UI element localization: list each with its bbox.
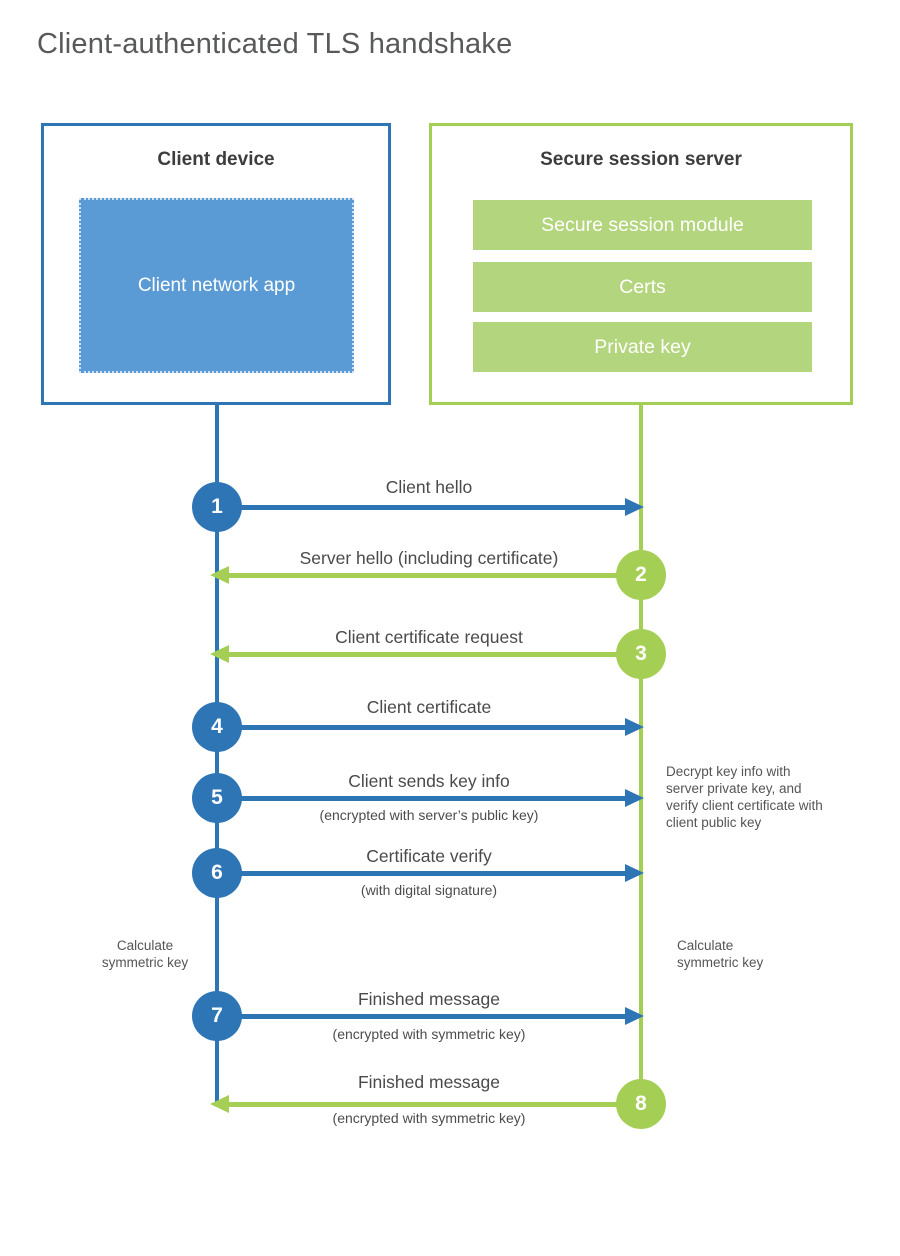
server-calculate-note: Calculate symmetric key [677, 938, 764, 970]
step-4-arrowhead-right-icon [625, 718, 644, 736]
step-3-arrowhead-left-icon [210, 645, 229, 663]
step-4-marker: 4 [192, 702, 242, 752]
step-1-arrowhead-right-icon [625, 498, 644, 516]
step-3-marker: 3 [616, 629, 666, 679]
server-module-secure-session: Secure session module [473, 200, 812, 250]
server-module-private-key: Private key [473, 322, 812, 372]
page-title: Client-authenticated TLS handshake [37, 28, 513, 60]
step-5-sublabel: (encrypted with server’s public key) [319, 807, 539, 823]
step-3-label: Client certificate request [335, 627, 523, 647]
client-network-app-label: Client network app [137, 274, 296, 296]
step-4-label: Client certificate [366, 697, 492, 717]
step-4-arrow-line [217, 725, 625, 730]
step-2-arrow-line [229, 573, 641, 578]
step-2-label: Server hello (including certificate) [299, 548, 559, 568]
step-6-marker: 6 [192, 848, 242, 898]
step-7-marker: 7 [192, 991, 242, 1041]
step-8-arrowhead-left-icon [210, 1095, 229, 1113]
step-2-marker: 2 [616, 550, 666, 600]
step-8-label: Finished message [357, 1072, 501, 1092]
step-3-arrow-line [229, 652, 641, 657]
step-5-arrowhead-right-icon [625, 789, 644, 807]
step-1-arrow-line [217, 505, 625, 510]
step-5-marker: 5 [192, 773, 242, 823]
secure-session-server-title: Secure session server [540, 149, 742, 170]
step-8-sublabel: (encrypted with symmetric key) [332, 1110, 526, 1126]
step-5-label: Client sends key info [348, 771, 510, 791]
step-6-sublabel: (with digital signature) [360, 882, 498, 898]
step-1-marker: 1 [192, 482, 242, 532]
step-6-arrow-line [217, 871, 625, 876]
client-calculate-note: Calculate symmetric key [101, 938, 189, 970]
step-7-arrow-line [217, 1014, 625, 1019]
step-6-label: Certificate verify [366, 846, 492, 866]
step-6-arrowhead-right-icon [625, 864, 644, 882]
step-7-arrowhead-right-icon [625, 1007, 644, 1025]
client-device-title: Client device [157, 149, 275, 170]
server-lifeline [639, 404, 643, 1110]
client-network-app-box: Client network app [79, 198, 354, 373]
secure-session-server-box: Secure session server Secure session mod… [429, 123, 853, 405]
server-module-certs: Certs [473, 262, 812, 312]
step-8-marker: 8 [616, 1079, 666, 1129]
client-lifeline [215, 404, 219, 1106]
step-7-label: Finished message [357, 989, 501, 1009]
server-decrypt-note: Decrypt key info with server private key… [666, 764, 823, 830]
step-1-label: Client hello [385, 477, 473, 497]
step-7-sublabel: (encrypted with symmetric key) [332, 1026, 526, 1042]
step-2-arrowhead-left-icon [210, 566, 229, 584]
step-8-arrow-line [229, 1102, 641, 1107]
step-5-arrow-line [217, 796, 625, 801]
client-device-box: Client device Client network app [41, 123, 391, 405]
